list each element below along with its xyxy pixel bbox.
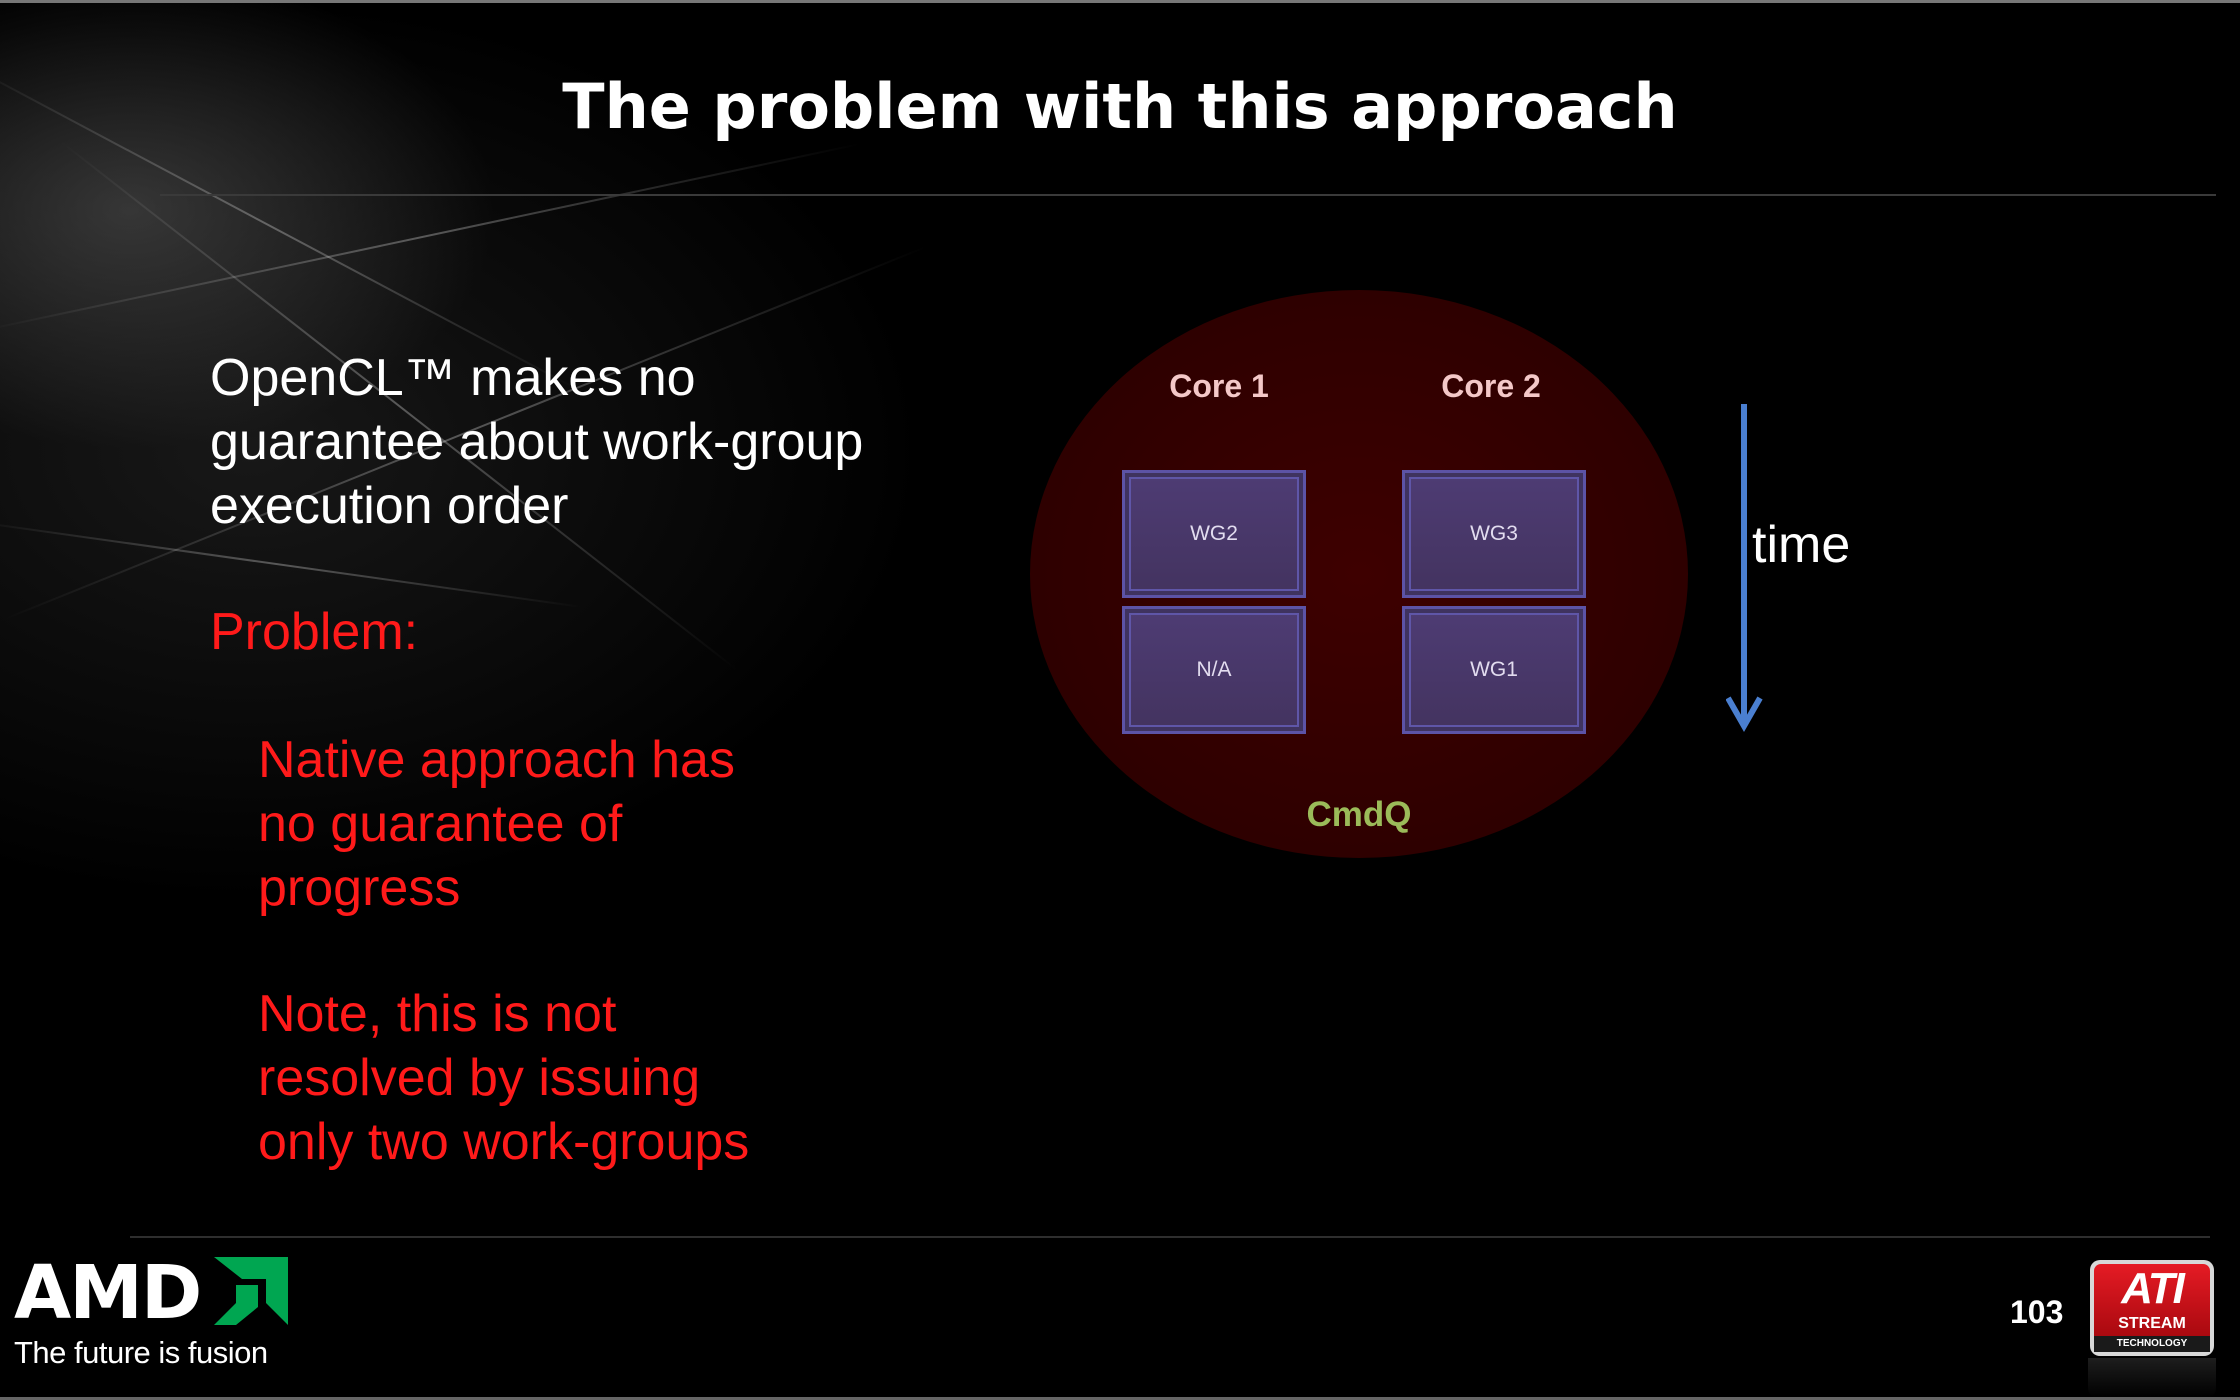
- amd-tagline: The future is fusion: [14, 1335, 268, 1370]
- problem-line: progress: [258, 859, 461, 917]
- core-2-slot-bottom: WG1: [1402, 606, 1586, 734]
- ati-badge-line3: TECHNOLOGY: [2116, 1338, 2188, 1349]
- footer-rule: [130, 1236, 2210, 1238]
- ati-badge-icon: [2090, 1260, 2214, 1356]
- problem-point-2: Note, this is not resolved by issuing on…: [258, 982, 749, 1174]
- problem-line: only two work-groups: [258, 1113, 750, 1171]
- time-label: time: [1752, 516, 1851, 574]
- background-streak: [0, 142, 861, 332]
- problem-line: Native approach has: [258, 731, 735, 789]
- top-border: [0, 0, 2240, 3]
- core-2-label: Core 2: [1441, 368, 1541, 404]
- problem-point-1: Native approach has no guarantee of prog…: [258, 728, 735, 920]
- core-1-slot-top: WG2: [1122, 470, 1306, 598]
- intro-line: execution order: [210, 477, 569, 535]
- problem-heading: Problem:: [210, 603, 419, 661]
- bottom-border: [0, 1397, 2240, 1400]
- core-2-slot-top: WG3: [1402, 470, 1586, 598]
- ati-badge-line2: STREAM: [2118, 1315, 2186, 1332]
- intro-line: guarantee about work-group: [210, 413, 864, 471]
- core-1-slot-bottom: N/A: [1122, 606, 1306, 734]
- problem-line: Note, this is not: [258, 985, 617, 1043]
- time-arrow-icon: [1726, 404, 1763, 733]
- ati-badge-reflection: [2088, 1358, 2216, 1398]
- cmdq-label: CmdQ: [1306, 795, 1412, 834]
- page-number: 103: [2010, 1294, 2064, 1330]
- title-rule: [160, 194, 2216, 196]
- ati-badge-line1: ATI: [2121, 1264, 2185, 1313]
- slide-title: The problem with this approach: [562, 70, 1678, 143]
- amd-logo-text: AMD: [14, 1250, 202, 1336]
- ati-stream-badge: ATI STREAM TECHNOLOGY: [2088, 1258, 2216, 1358]
- problem-line: no guarantee of: [258, 795, 623, 853]
- amd-arrow-icon: [214, 1257, 288, 1325]
- problem-line: resolved by issuing: [258, 1049, 701, 1107]
- cmdq-diagram: Core 1 Core 2 WG2 N/A WG3 WG1 CmdQ: [1030, 290, 1690, 860]
- intro-text: OpenCL™ makes no guarantee about work-gr…: [210, 346, 863, 538]
- intro-line: OpenCL™ makes no: [210, 349, 696, 407]
- core-1-label: Core 1: [1169, 368, 1269, 404]
